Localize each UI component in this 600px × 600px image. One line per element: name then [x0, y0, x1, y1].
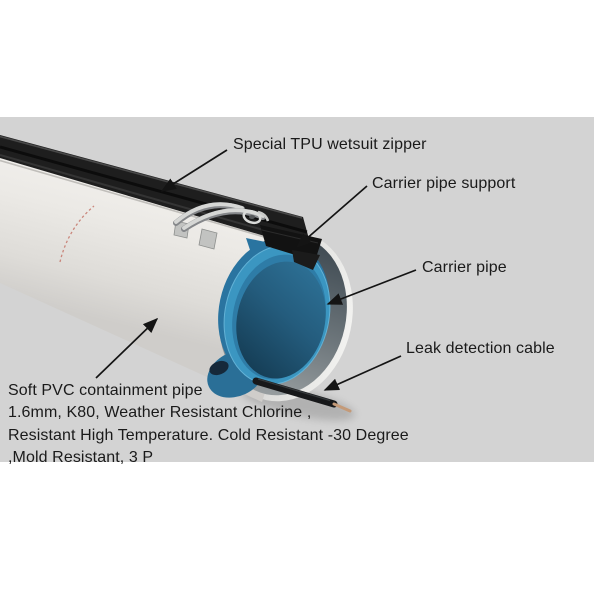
- spec-line: 1.6mm, K80, Weather Resistant Chlorine ,: [8, 404, 312, 422]
- clip-latch-ring: [242, 209, 262, 225]
- strip-groove: [0, 145, 308, 234]
- carrier-leader-arrow: [326, 269, 417, 305]
- spec-text-block: Soft PVC containment pipe 1.6mm, K80, We…: [8, 380, 409, 469]
- cable-wire-tip: [332, 402, 352, 413]
- leak-cable-leader-arrow: [323, 355, 402, 391]
- strip-lower-rail: [0, 154, 310, 244]
- leader-arrows: [95, 149, 417, 391]
- strip-top-bevel: [0, 135, 303, 219]
- clip-latch-pin: [249, 215, 255, 219]
- support-leader-arrow: [295, 185, 368, 249]
- carrier-pipe-bore: [236, 261, 326, 379]
- zipper-end-step: [292, 250, 320, 270]
- pipe-print-marking: [59, 205, 95, 263]
- label-carrier-pipe-support: Carrier pipe support: [372, 175, 516, 192]
- tpu-zipper-strip: [0, 135, 322, 270]
- zipper-end-block: [260, 225, 322, 261]
- support-cable-hole: [209, 360, 229, 376]
- zipper-leader-arrow: [160, 149, 228, 192]
- label-leak-detection-cable: Leak detection cable: [406, 340, 555, 357]
- clip-latch-arm: [257, 210, 270, 222]
- strip-contact-shadow: [0, 159, 312, 252]
- carrier-pipe-support-clip: [173, 202, 270, 250]
- label-tpu-wetsuit-zipper: Special TPU wetsuit zipper: [233, 136, 427, 153]
- label-carrier-pipe: Carrier pipe: [422, 259, 507, 276]
- label-soft-pvc-containment-pipe: Soft PVC containment pipe: [8, 382, 203, 399]
- containment-leader-arrow: [95, 317, 159, 379]
- leak-detection-cable: [252, 377, 338, 408]
- clip-foot-right: [198, 228, 218, 250]
- cable-highlight: [257, 378, 331, 402]
- spec-line: ,Mold Resistant, 3 P: [8, 448, 154, 466]
- clip-handle-front: [174, 202, 244, 224]
- spec-line: Resistant High Temperature. Cold Resista…: [8, 426, 409, 444]
